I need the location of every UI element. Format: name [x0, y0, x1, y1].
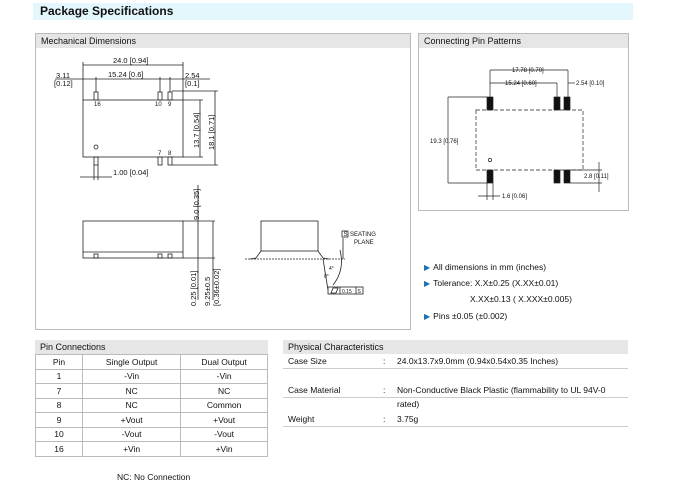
physical-row: Case Material:Non-Conductive Black Plast…	[283, 383, 628, 409]
physical-row: Weight:3.75g	[283, 412, 628, 427]
note-item: X.XX±0.13 ( X.XXX±0.005)	[470, 294, 572, 304]
flatness-value: 0.15	[342, 289, 352, 295]
dim-height: 19.3 [0.76]	[430, 139, 459, 145]
table-row: 9+Vout+Vout	[35, 412, 268, 428]
bullet-triangle-icon: ▶	[424, 279, 431, 288]
dim-pitch: 15.24 [0.60]	[505, 81, 537, 87]
dim-outer: 17.78 [0.70]	[512, 68, 544, 74]
top-pins	[93, 77, 173, 166]
physical-row: Case Size:24.0x13.7x9.0mm (0.94x0.54x0.3…	[283, 354, 628, 369]
dim-body: 13.7 [0.54]	[192, 113, 201, 148]
pin-label-8: 8	[168, 151, 172, 157]
note-item: ▶Pins ±0.05 (±0.002)	[424, 311, 508, 321]
table-row: 16+Vin+Vin	[35, 441, 268, 457]
note-item: ▶All dimensions in mm (inches)	[424, 262, 547, 272]
flatness-ref: S	[358, 289, 362, 295]
pin-label-16: 16	[94, 102, 101, 108]
dim-width: 24.0 [0.94]	[113, 56, 148, 65]
pads	[486, 96, 571, 184]
pin-label-10: 10	[155, 102, 162, 108]
dim-left: 3.11	[56, 71, 70, 80]
panel-header: Connecting Pin Patterns	[419, 34, 628, 48]
module-end-view	[260, 220, 319, 252]
table-row: 1-Vin-Vin	[35, 368, 268, 384]
dim-pad-width: 1.6 [0.06]	[502, 194, 527, 200]
dim-pad-height: 2.8 [0.11]	[584, 174, 609, 180]
dim-left-in: [0.12]	[54, 79, 73, 88]
table-row: 10-Vout-Vout	[35, 426, 268, 442]
dim-right: 2.54	[185, 71, 200, 80]
footprint-outline	[475, 109, 584, 171]
seating-label-2: PLANE	[354, 240, 374, 246]
module-top-view	[82, 99, 184, 158]
dim-total-height: 9.25±0.5	[203, 277, 212, 306]
pin-label-9: 9	[168, 102, 172, 108]
dim-height: 9.0 [0.35]	[192, 189, 201, 220]
seating-label: SEATING	[350, 232, 376, 238]
dim-total-height-in: [0.36±0.02]	[212, 269, 221, 306]
seating-ref: S	[344, 232, 348, 238]
bullet-triangle-icon: ▶	[424, 312, 431, 321]
module-side-view	[82, 220, 184, 259]
bullet-triangle-icon: ▶	[424, 263, 431, 272]
pin-label-7: 7	[158, 151, 162, 157]
flatness-icon	[330, 287, 339, 294]
dim-pin-width: 1.00 [0.04]	[113, 168, 148, 177]
note-item: ▶Tolerance: X.X±0.25 (X.XX±0.01)	[424, 278, 559, 288]
angle-0: 0°	[324, 274, 329, 280]
physical-characteristics-header: Physical Characteristics	[283, 340, 628, 354]
mechanical-dimensions-panel: Mechanical Dimensions	[35, 33, 411, 330]
section-title: Package Specifications	[33, 3, 633, 20]
pin-patterns-panel: Connecting Pin Patterns	[418, 33, 629, 211]
dim-small: 2.54 [0.10]	[576, 81, 605, 87]
dim-pitch: 15.24 [0.6]	[108, 70, 143, 79]
dim-standoff: 0.25 [0.01]	[189, 271, 198, 306]
footnote: NC: No Connection	[117, 472, 191, 482]
dim-right-in: [0.1]	[185, 79, 200, 88]
angle-4: 4°	[329, 266, 334, 272]
dim-overall: 18.1 [0.71]	[207, 115, 216, 150]
panel-header: Pin Connections	[35, 340, 268, 354]
panel-header: Mechanical Dimensions	[36, 34, 410, 48]
